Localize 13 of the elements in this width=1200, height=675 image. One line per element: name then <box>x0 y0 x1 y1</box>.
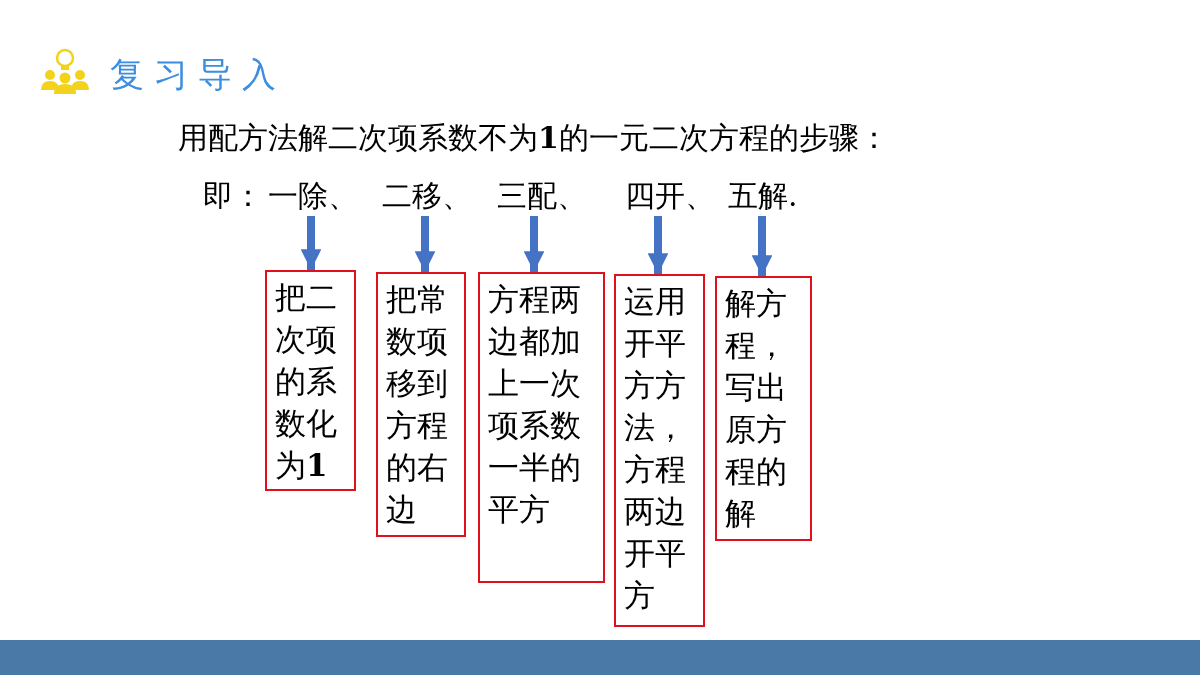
step-text: 四开、 <box>625 178 715 214</box>
step-text: 一除、 <box>268 178 358 214</box>
step-box: 解方程，写出原方程的解 <box>715 276 812 541</box>
step-box: 把常数项移到方程的右边 <box>376 272 466 537</box>
step-box: 把二次项的系数化为1 <box>265 270 356 491</box>
step-text: 五解. <box>728 178 798 214</box>
step-text: 三配、 <box>497 178 587 214</box>
section-heading: 复习导入 <box>110 53 286 96</box>
lead-text: 即： <box>203 178 263 214</box>
step-box: 方程两边都加上一次项系数一半的平方 <box>478 272 605 583</box>
step-box: 运用开平方方法，方程两边开平方 <box>614 274 705 627</box>
step-text: 二移、 <box>382 178 472 214</box>
instruction-text: 用配方法解二次项系数不为1的一元二次方程的步骤： <box>178 120 889 156</box>
